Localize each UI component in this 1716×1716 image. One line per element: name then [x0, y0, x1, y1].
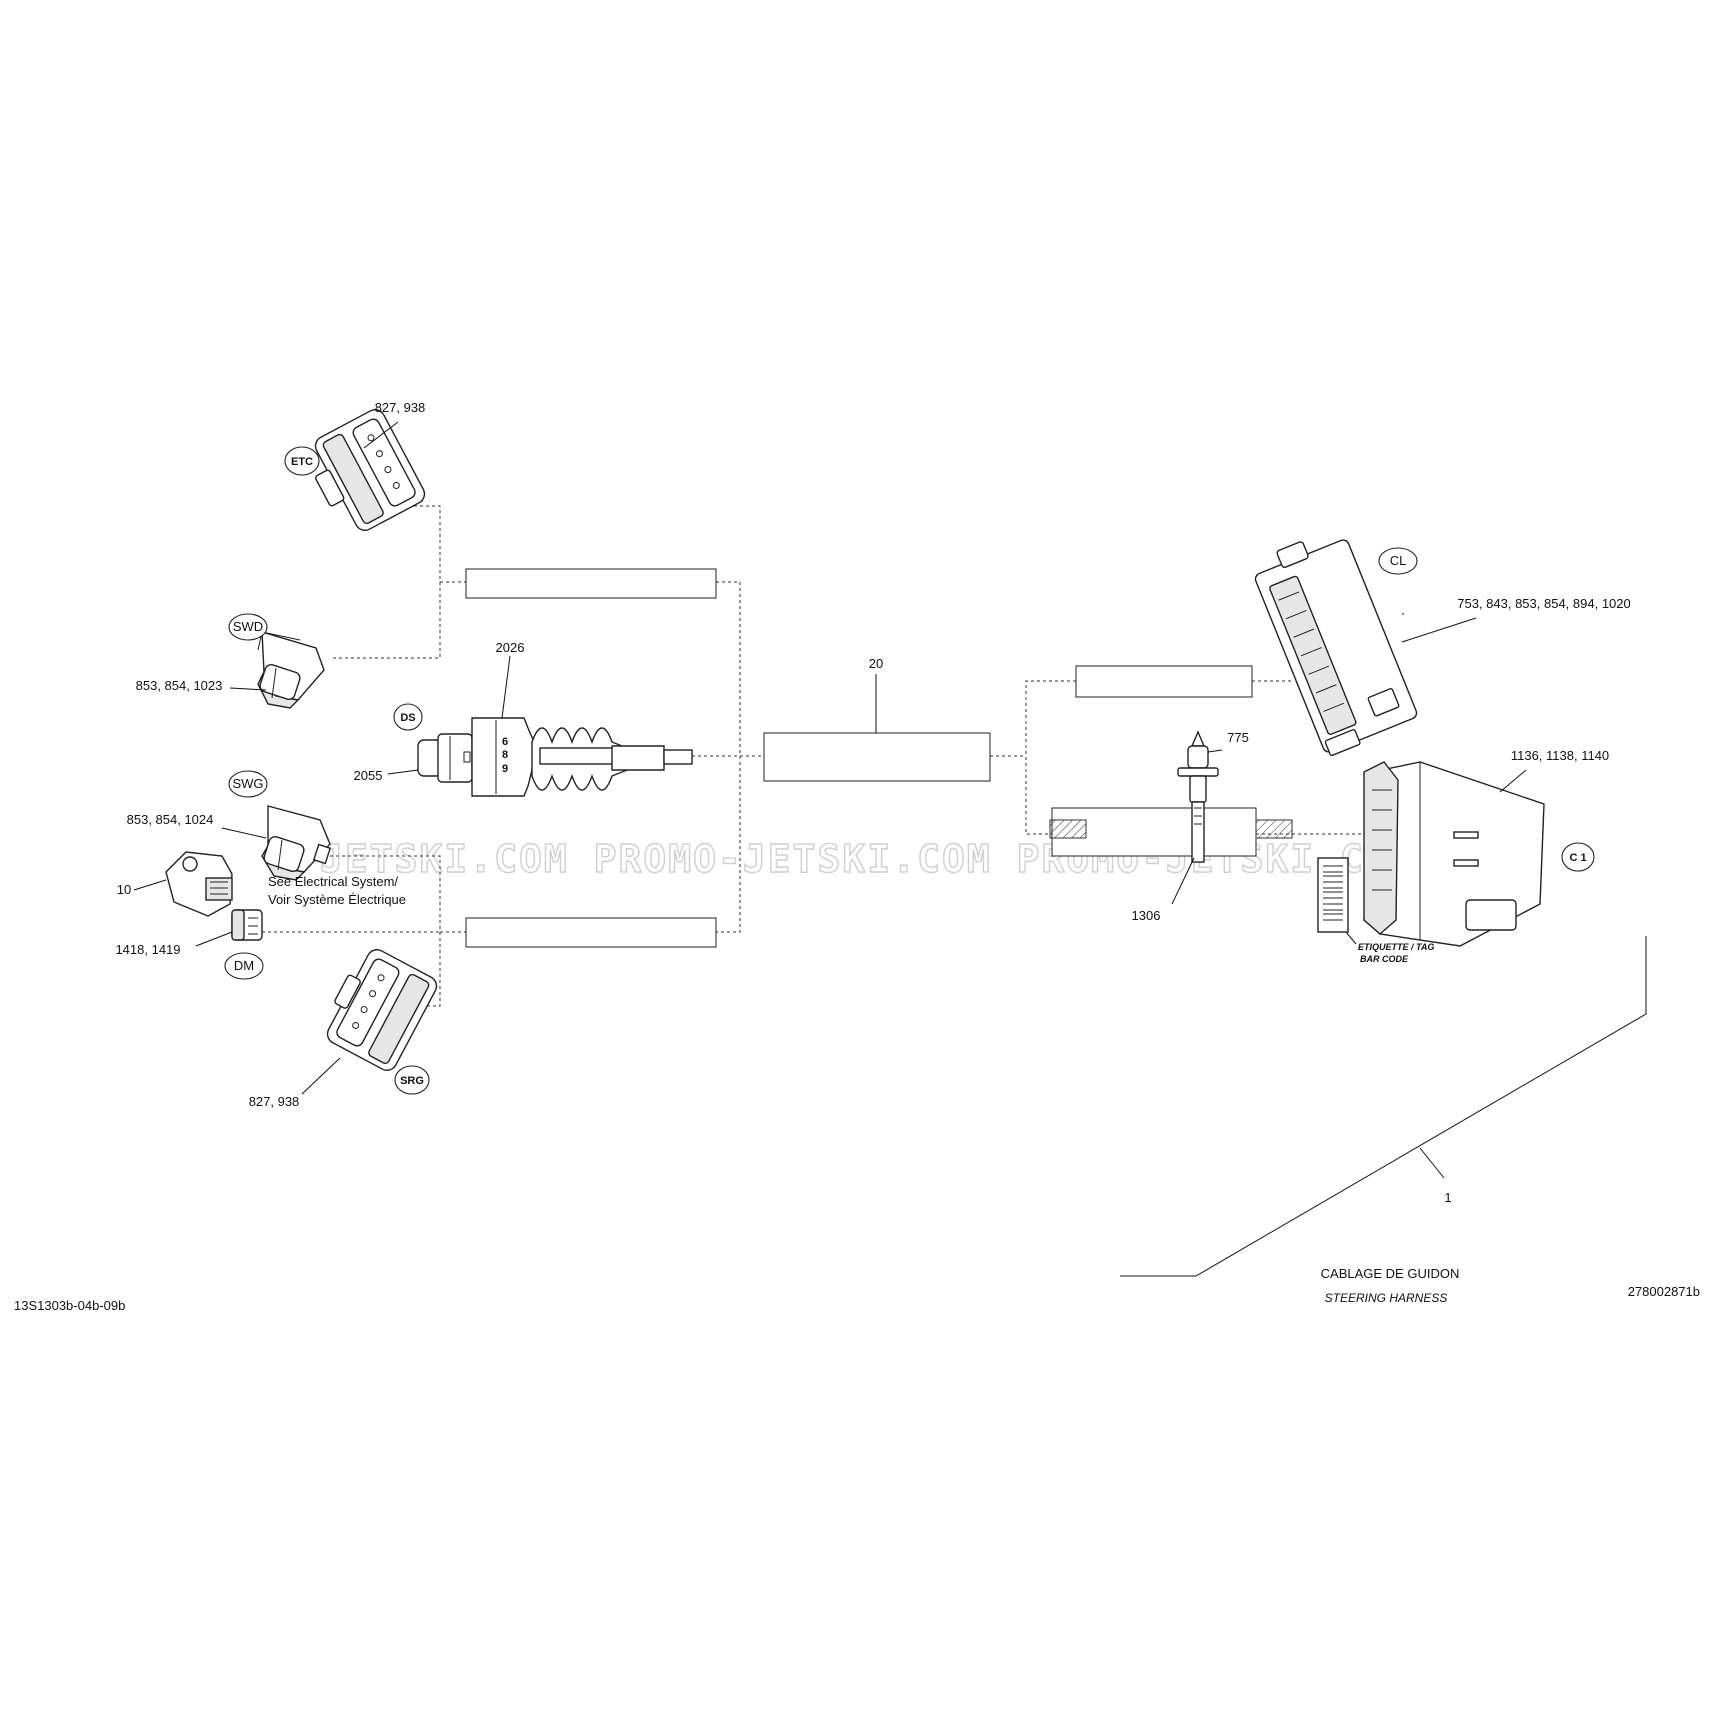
svg-text:SWG: SWG [232, 776, 263, 791]
callout-harness-center: 20 [869, 656, 883, 671]
tag-line-1: ETIQUETTE / TAG [1358, 942, 1434, 952]
ds-digit-3: 9 [502, 763, 508, 775]
bubble-cl: CL [1378, 547, 1418, 575]
barcode-tag [1317, 857, 1357, 945]
svg-text:SRG: SRG [400, 1075, 424, 1087]
callout-ds-plug: 2055 [354, 768, 383, 783]
diagram-title: CABLAGE DE GUIDON [1321, 1266, 1460, 1281]
bubble-etc: ETC [284, 446, 320, 476]
callout-c1-parts: 1136, 1138, 1140 [1511, 748, 1609, 763]
note-line-1: See Electrical System/ [268, 874, 398, 889]
callout-etc-parts: 827, 938 [375, 400, 426, 415]
svg-text:ETC: ETC [291, 456, 313, 468]
wire-sleeve-upper [465, 568, 717, 599]
wiring-left [262, 505, 764, 1007]
svg-text:DS: DS [400, 712, 415, 724]
callout-item-10: 10 [117, 882, 131, 897]
note-line-2: Voir Système Électrique [268, 892, 406, 907]
bubble-srg: SRG [394, 1065, 430, 1095]
bubble-swg: SWG [228, 770, 268, 798]
bubble-swd: SWD [228, 613, 268, 641]
diagram-subtitle: STEERING HARNESS [1325, 1291, 1448, 1305]
svg-text:SWD: SWD [233, 619, 263, 634]
callout-harness: 1 [1444, 1190, 1451, 1205]
etc-connector [314, 409, 426, 531]
callout-srg-parts: 827, 938 [249, 1094, 300, 1109]
harness-bracket [1120, 936, 1647, 1277]
wire-sleeve-clip [1049, 807, 1293, 857]
callout-swd-parts: 853, 854, 1023 [136, 678, 223, 693]
callout-swg-parts: 853, 854, 1024 [127, 812, 214, 827]
srg-connector [326, 949, 438, 1071]
callout-dm-parts: 1418, 1419 [115, 942, 180, 957]
ds-digit-1: 6 [502, 736, 508, 748]
harness-clip [1177, 730, 1219, 863]
wire-sleeve-right [1075, 665, 1253, 698]
leader-lines [133, 421, 1527, 1095]
callout-cl-parts: 753, 843, 853, 854, 894, 1020 [1457, 596, 1631, 611]
svg-text:DM: DM [234, 958, 254, 973]
swg-connector [261, 805, 332, 881]
swd-connector [257, 631, 325, 709]
callout-ds-boot: 2026 [496, 640, 525, 655]
callout-clip: 775 [1227, 730, 1249, 745]
tag-line-2: BAR CODE [1360, 954, 1409, 964]
cl-connector [1254, 539, 1418, 757]
c1-connector [1363, 761, 1545, 947]
item-10-module [165, 851, 233, 917]
code-right: 278002871b [1628, 1284, 1700, 1299]
bubble-dm: DM [224, 952, 264, 980]
dm-connector [231, 909, 263, 941]
bubble-ds: DS [393, 703, 423, 731]
bubble-c1: C 1 [1561, 842, 1595, 872]
code-left: 13S1303b-04b-09b [14, 1298, 125, 1313]
callout-clip-base: 1306 [1132, 908, 1161, 923]
ds-sensor: 6 8 9 [417, 717, 693, 797]
ds-digit-2: 8 [502, 749, 508, 761]
svg-text:C 1: C 1 [1569, 852, 1586, 864]
wire-sleeve-lower [465, 917, 717, 948]
harness-leader [1419, 1147, 1445, 1179]
svg-text:CL: CL [1390, 553, 1407, 568]
harness-sleeve-center [763, 732, 991, 782]
